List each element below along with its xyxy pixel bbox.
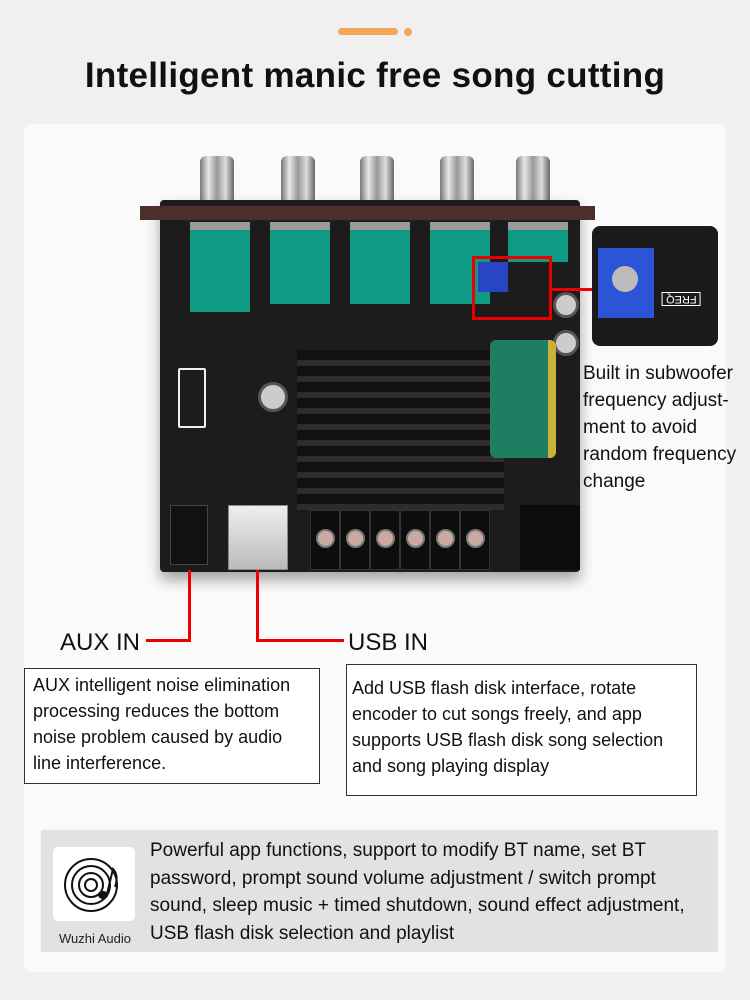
- frequency-trimmer: [478, 262, 508, 292]
- app-name: Wuzhi Audio: [58, 931, 132, 946]
- aux-jack: [170, 505, 208, 565]
- terminal: [460, 510, 490, 570]
- usb-in-label: USB IN: [348, 629, 429, 656]
- aux-in-label: AUX IN: [60, 629, 141, 656]
- page-title: Intelligent manic free song cutting: [84, 56, 666, 95]
- capacitor: [553, 330, 579, 356]
- subwoofer-note: Built in subwoofer frequency adjust-ment…: [583, 363, 737, 492]
- potentiometer: [190, 222, 250, 312]
- potentiometer: [350, 222, 410, 304]
- aux-callout-line: [188, 570, 191, 642]
- app-description: Powerful app functions, support to modif…: [150, 840, 685, 944]
- terminal: [310, 510, 340, 570]
- usb-description: Add USB flash disk interface, rotate enc…: [346, 664, 697, 796]
- usb-callout-line: [256, 570, 259, 642]
- terminal: [340, 510, 370, 570]
- decor-dot: [404, 28, 412, 36]
- capacitor: [553, 292, 579, 318]
- dc-jack: [520, 505, 580, 570]
- vinyl-music-note-icon: [64, 858, 118, 912]
- terminal: [400, 510, 430, 570]
- potentiometer: [270, 222, 330, 304]
- app-feature-band: [41, 830, 718, 952]
- callout-line: [552, 288, 592, 291]
- aux-callout-line: [146, 639, 191, 642]
- capacitor: [258, 382, 288, 412]
- front-plate: [140, 206, 595, 220]
- highlight-box: [472, 256, 552, 320]
- usb-callout-line: [256, 639, 344, 642]
- large-capacitor: [490, 340, 556, 458]
- aux-description: AUX intelligent noise elimination proces…: [24, 668, 320, 784]
- heatsink: [297, 350, 504, 510]
- app-icon: [53, 847, 135, 921]
- bt-antenna: [178, 368, 206, 428]
- decor-bar: [338, 28, 398, 35]
- zoom-inset-image: FREQ: [592, 226, 718, 346]
- usb-port: [228, 505, 288, 570]
- terminal: [430, 510, 460, 570]
- terminal: [370, 510, 400, 570]
- encoder: [508, 222, 568, 262]
